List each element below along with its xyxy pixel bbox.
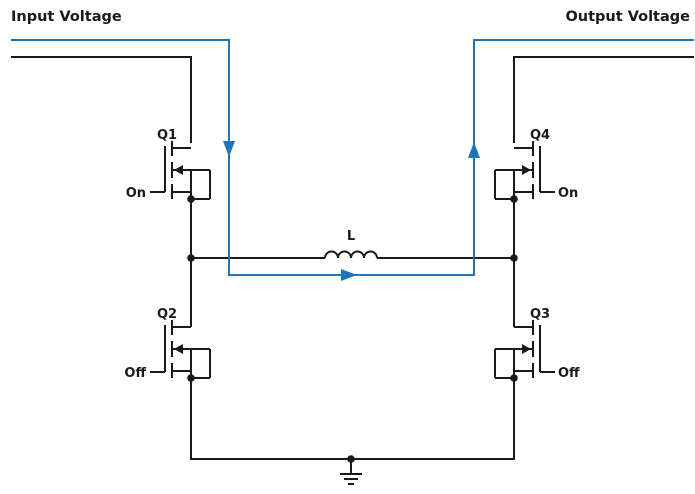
ground-symbol: [340, 459, 362, 485]
transistor-q3: [494, 320, 555, 382]
q4-state: On: [558, 186, 578, 201]
q4-name: Q4: [530, 128, 550, 143]
transistor-q4: [494, 141, 555, 203]
input-rail: [11, 56, 192, 143]
q1-state: On: [126, 186, 146, 201]
transistor-q2: [150, 320, 211, 382]
q2-name: Q2: [157, 307, 177, 322]
inductor-label: L: [347, 229, 355, 244]
right-node-junction: [510, 254, 518, 262]
ground-return-wire: [190, 378, 515, 460]
left-node-junction: [187, 254, 195, 262]
flow-arrow-up: [468, 142, 480, 158]
q3-state: Off: [558, 366, 580, 381]
q2-state: Off: [124, 366, 146, 381]
output-rail: [513, 56, 694, 143]
flow-arrow-right: [341, 269, 357, 281]
output-voltage-label: Output Voltage: [565, 9, 690, 25]
q1-name: Q1: [157, 128, 177, 143]
input-voltage-label: Input Voltage: [11, 9, 122, 25]
inductor-l: [324, 250, 378, 259]
flow-arrow-down: [223, 141, 235, 157]
transistor-q1: [150, 141, 211, 203]
q3-name: Q3: [530, 307, 550, 322]
